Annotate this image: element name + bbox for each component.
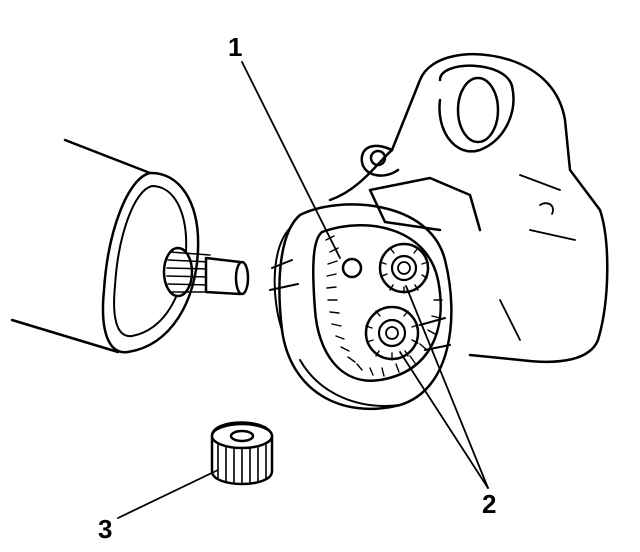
housing-face-outer bbox=[278, 203, 453, 410]
mounting-boss-bore bbox=[456, 76, 500, 144]
mounting-boss bbox=[438, 64, 515, 153]
leader-line-2b bbox=[399, 351, 489, 489]
gear-housing-face bbox=[269, 203, 453, 410]
housing-face-lip bbox=[269, 227, 299, 331]
planet-gear-upper bbox=[378, 242, 430, 294]
mounting-hole bbox=[369, 149, 387, 167]
sun-gear-teeth bbox=[217, 443, 267, 485]
leader-line-3 bbox=[117, 469, 219, 519]
armature-shaft-splines bbox=[166, 251, 211, 293]
drive-housing bbox=[328, 53, 609, 364]
leader-lines bbox=[117, 61, 489, 519]
armature-housing bbox=[10, 138, 250, 354]
housing-end-rim bbox=[101, 171, 200, 354]
callout-3: 3 bbox=[98, 514, 113, 544]
leader-line-1 bbox=[241, 61, 341, 259]
housing-detail-lines bbox=[499, 174, 576, 341]
sun-gear-loose bbox=[210, 421, 274, 486]
armature-shaft-collar bbox=[162, 246, 194, 298]
leader-line-2a bbox=[405, 285, 489, 489]
sun-gear-bore bbox=[229, 429, 255, 443]
armature-shaft-end bbox=[234, 260, 250, 296]
callout-2: 2 bbox=[482, 489, 497, 519]
callout-1: 1 bbox=[228, 32, 243, 62]
mounting-ear bbox=[360, 144, 400, 177]
planet-gear-lower bbox=[364, 305, 420, 361]
solenoid-flange bbox=[368, 176, 482, 232]
housing-end-inner bbox=[113, 185, 188, 338]
sun-shaft-stub bbox=[341, 257, 363, 279]
housing-body bbox=[10, 138, 152, 354]
housing-face-bottom-edge bbox=[299, 317, 451, 407]
sun-gear-top bbox=[210, 422, 274, 450]
ring-gear bbox=[312, 224, 442, 382]
